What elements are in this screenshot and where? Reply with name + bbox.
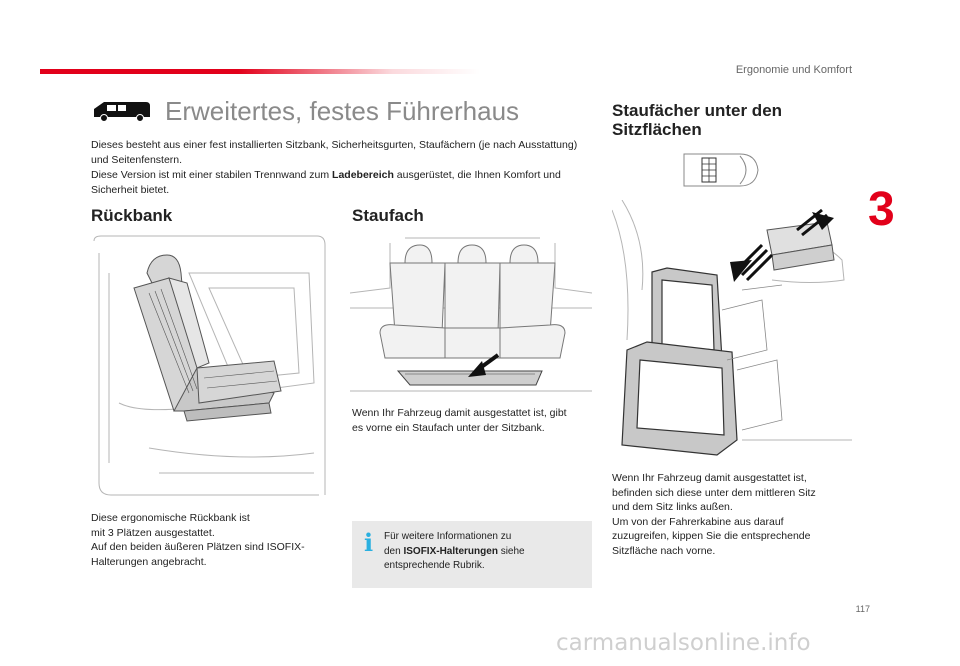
page-title: Erweitertes, festes Führerhaus <box>165 96 520 126</box>
under-seat-storage-illustration <box>350 237 592 392</box>
chapter-number: 3 <box>868 183 895 236</box>
cargo-area-term: Ladebereich <box>332 169 394 181</box>
rear-bench-illustration <box>93 235 326 496</box>
site-watermark: carmanualsonline.info <box>556 630 811 656</box>
van-icon <box>94 102 150 122</box>
intro-line1: Dieses besteht aus einer fest installier… <box>91 139 578 166</box>
staufach-text: Wenn Ihr Fahrzeug damit ausgestattet ist… <box>352 407 567 434</box>
staufaecher-heading: Staufächer unter den Sitzflächen <box>612 101 783 139</box>
rueckbank-heading: Rückbank <box>91 206 173 225</box>
seat-storage-compartments-illustration <box>612 200 852 456</box>
vehicle-top-view-icon <box>683 153 759 187</box>
staufaecher-text: Wenn Ihr Fahrzeug damit ausgestattet ist… <box>612 472 816 557</box>
info-text: Für weitere Informationen zu den ISOFIX-… <box>384 531 525 571</box>
staufach-heading: Staufach <box>352 206 424 225</box>
info-icon: i <box>364 528 374 557</box>
info-box: i Für weitere Informationen zu den ISOFI… <box>352 521 592 588</box>
page-number: 117 <box>855 604 870 614</box>
intro-paragraph: Dieses besteht aus einer fest installier… <box>91 138 591 198</box>
isofix-term: ISOFIX-Halterungen <box>403 545 498 557</box>
rueckbank-text: Diese ergonomische Rückbank ist mit 3 Pl… <box>91 512 305 568</box>
header-red-bar <box>40 69 480 74</box>
intro-line2: Diese Version ist mit einer stabilen Tre… <box>91 169 561 196</box>
chapter-category: Ergonomie und Komfort <box>735 64 852 76</box>
